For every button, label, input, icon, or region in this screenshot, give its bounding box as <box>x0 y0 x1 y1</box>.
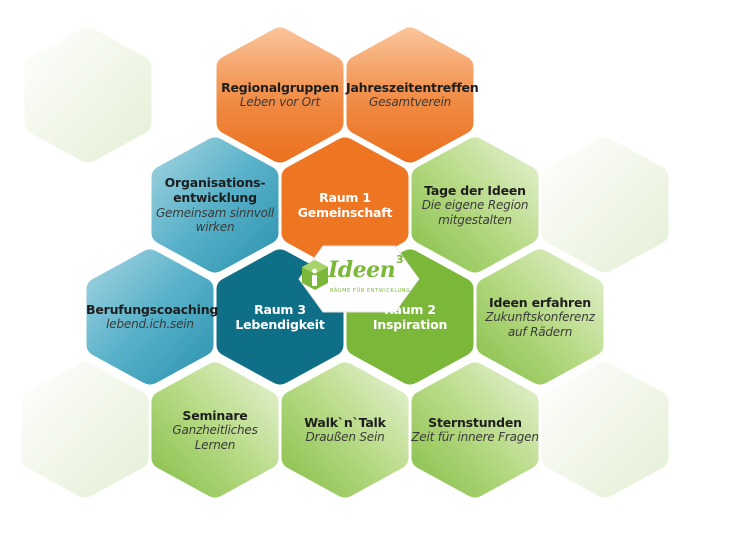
hex-ideen-erfahren <box>473 246 607 388</box>
logo-wordmark: Ideen <box>328 257 396 283</box>
logo-superscript: 3 <box>396 253 404 266</box>
ideen-logo: Ideen 3 RÄUME FÜR ENTWICKLUNG <box>298 246 420 312</box>
hex-ghost-top-left <box>21 24 155 166</box>
hex-berufungscoaching <box>83 246 217 388</box>
hex-walk-n-talk <box>278 359 412 501</box>
hex-organisationsentwicklung <box>148 134 282 276</box>
hex-seminare <box>148 359 282 501</box>
hex-ghost-bottom-left <box>18 359 152 501</box>
hex-ghost-bottom-right <box>538 359 672 501</box>
hex-ghost-right <box>538 134 672 276</box>
logo-cube-icon <box>302 260 328 290</box>
hex-tage-der-ideen <box>408 134 542 276</box>
logo-plate <box>298 245 420 313</box>
hex-jahreszeitentreffen <box>343 24 477 166</box>
hex-sternstunden <box>408 359 542 501</box>
logo-tagline: RÄUME FÜR ENTWICKLUNG <box>330 288 411 294</box>
hex-regionalgruppen <box>213 24 347 166</box>
